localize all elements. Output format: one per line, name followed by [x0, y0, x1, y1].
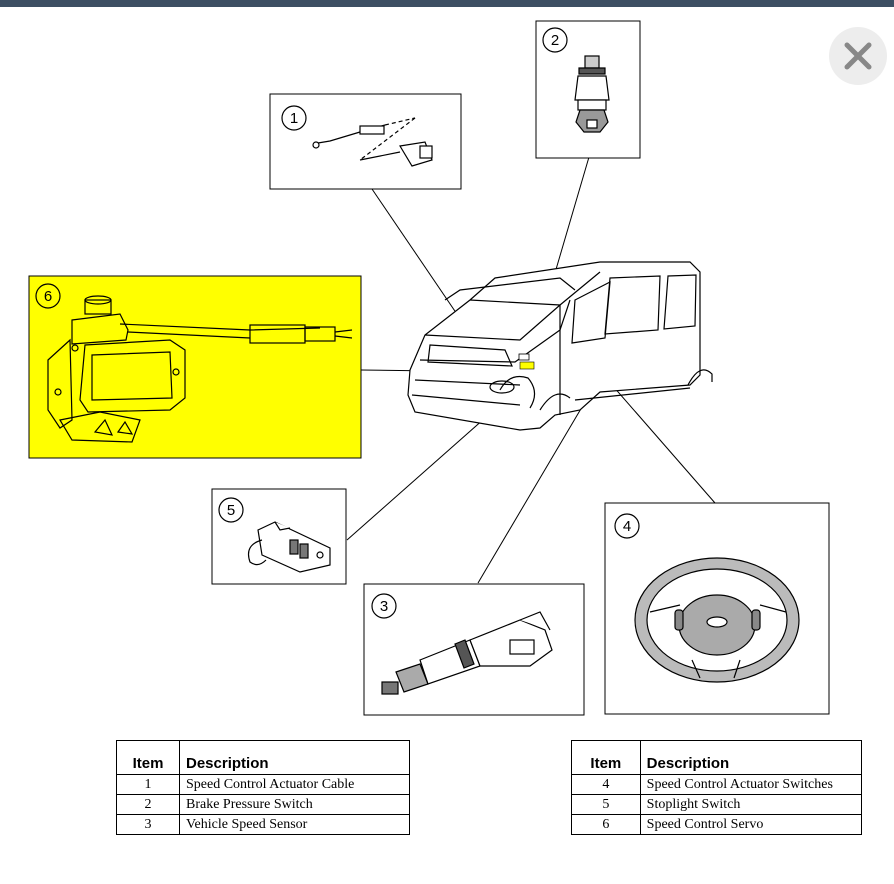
- component-box-3: [363, 583, 585, 716]
- component-box-2: [535, 20, 641, 159]
- table-row: 4 Speed Control Actuator Switches: [571, 774, 862, 795]
- legend-item-description: Stoplight Switch: [640, 794, 862, 815]
- component-box-4: [604, 502, 830, 715]
- table-row: 5 Stoplight Switch: [571, 794, 862, 815]
- vehicle-speed-sensor-drawing: [381, 611, 553, 695]
- legend-item-description: Speed Control Actuator Cable: [179, 774, 410, 795]
- legend-item-number: 1: [116, 774, 180, 795]
- callout-circles: 1 2 6 5 3 4: [35, 27, 640, 619]
- legend-item-number: 6: [571, 814, 641, 835]
- legend-header-description: Description: [640, 740, 862, 775]
- brake-switch-location: [518, 353, 530, 361]
- legend-item-number: 5: [571, 794, 641, 815]
- callout-label-3: 3: [380, 598, 388, 615]
- callout-6: 6: [35, 283, 61, 309]
- legend-item-number: 3: [116, 814, 180, 835]
- legend-item-number: 4: [571, 774, 641, 795]
- actuator-cable-drawing: [312, 117, 433, 167]
- legend-header-item: Item: [116, 740, 180, 775]
- callout-5: 5: [218, 497, 244, 523]
- callout-label-6: 6: [44, 288, 52, 305]
- van-illustration: [407, 261, 713, 431]
- legend-header-item: Item: [571, 740, 641, 775]
- leader-line-3: [477, 384, 596, 584]
- component-box-6: [28, 275, 362, 459]
- legend-item-description: Vehicle Speed Sensor: [179, 814, 410, 835]
- steering-wheel-drawing: [634, 557, 800, 683]
- callout-label-2: 2: [551, 32, 559, 49]
- table-row: 6 Speed Control Servo: [571, 814, 862, 835]
- table-row: 2 Brake Pressure Switch: [116, 794, 410, 815]
- callout-label-1: 1: [290, 110, 298, 127]
- close-icon: [844, 42, 872, 70]
- callout-1: 1: [281, 105, 307, 131]
- servo-location-highlight: [519, 361, 535, 370]
- callout-2: 2: [542, 27, 568, 53]
- legend-item-description: Speed Control Actuator Switches: [640, 774, 862, 795]
- table-row: 3 Vehicle Speed Sensor: [116, 814, 410, 835]
- legend-table-left: Item Description 1 Speed Control Actuato…: [116, 740, 410, 835]
- legend-item-description: Brake Pressure Switch: [179, 794, 410, 815]
- stoplight-switch-drawing: [247, 521, 331, 573]
- speed-control-servo-drawing: [47, 295, 353, 443]
- table-row: 1 Speed Control Actuator Cable: [116, 774, 410, 795]
- legend-table-right: Item Description 4 Speed Control Actuato…: [571, 740, 862, 835]
- callout-label-4: 4: [623, 518, 631, 535]
- brake-pressure-switch-drawing: [574, 55, 610, 133]
- callout-3: 3: [371, 593, 397, 619]
- legend-header-description: Description: [179, 740, 410, 775]
- legend-item-description: Speed Control Servo: [640, 814, 862, 835]
- callout-4: 4: [614, 513, 640, 539]
- legend-item-number: 2: [116, 794, 180, 815]
- close-button[interactable]: [829, 27, 887, 85]
- callout-label-5: 5: [227, 502, 235, 519]
- window-top-bar: [0, 0, 894, 7]
